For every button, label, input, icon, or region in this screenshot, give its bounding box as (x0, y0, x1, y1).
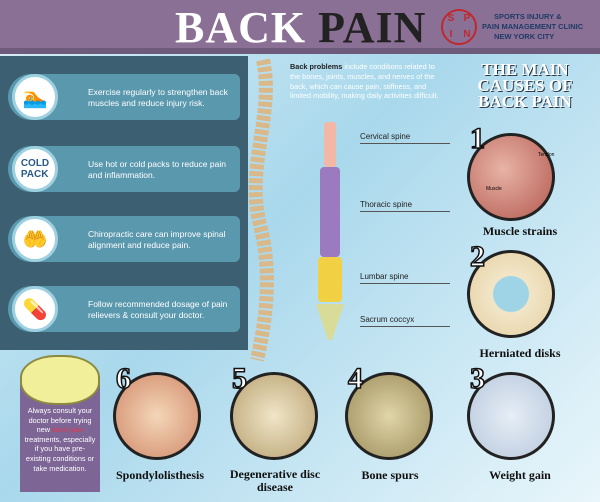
spondylolisthesis-image (113, 372, 201, 460)
page-title: BACK PAIN (175, 2, 426, 53)
clinic-line: NEW YORK CITY (494, 32, 555, 41)
cause-number: 3 (469, 361, 486, 396)
annotation-tendon: Tendon (538, 152, 555, 158)
swimmer-icon: 🏊 (12, 74, 58, 120)
cause-number: 6 (115, 361, 132, 396)
consult-text: Always consult your doctor before trying… (27, 406, 93, 435)
weight-gain-image (467, 372, 555, 460)
clinic-line: PAIN MANAGEMENT CLINIC (482, 22, 584, 31)
pills-icon: 💊 (12, 286, 58, 332)
tip-text: Use hot or cold packs to reduce pain and… (88, 159, 226, 180)
herniated-disk-image (467, 250, 555, 338)
spine-illustration (248, 58, 274, 362)
chiropractic-hands-icon: 🤲 (12, 216, 58, 262)
causes-title-line: THE MAIN (481, 60, 569, 79)
consult-highlight: back pain (52, 425, 84, 435)
tip-text: Chiropractic care can improve spinal ali… (88, 229, 226, 250)
tip-text: Follow recommended dosage of pain reliev… (88, 299, 228, 320)
logo-letter: I (449, 29, 453, 40)
clinic-line: SPORTS INJURY & (494, 12, 562, 21)
logo-letter: N (463, 29, 471, 40)
brain-icon (20, 355, 100, 405)
intro-bold: Back problems (290, 62, 343, 71)
causes-title-line: CAUSES OF (477, 76, 573, 95)
logo-letter: S (447, 13, 455, 24)
logo-letter: P (463, 13, 471, 24)
cause-number: 4 (347, 361, 364, 396)
tip-text: Exercise regularly to strengthen back mu… (88, 87, 228, 108)
header-stripe (0, 48, 600, 54)
cause-label: Spondylolisthesis (115, 468, 205, 482)
title-word-back: BACK (175, 3, 307, 52)
consult-text: treatments, especially if you have pre-e… (24, 434, 96, 473)
cause-label: Bone spurs (361, 468, 419, 482)
annotation-muscle: Muscle (486, 186, 502, 192)
label-sacrum-coccyx: Sacrum coccyx (360, 315, 450, 327)
intro-body: include conditions related to the bones,… (290, 62, 439, 101)
cause-number: 5 (231, 361, 248, 396)
cause-label: Muscle strains (482, 224, 558, 238)
causes-title: THE MAIN CAUSES OF BACK PAIN (460, 60, 590, 111)
cause-label: Herniated disks (479, 346, 561, 360)
degenerative-disc-image (230, 372, 318, 460)
intro-text: Back problems include conditions related… (290, 62, 440, 101)
muscle-strain-image (467, 133, 555, 221)
cause-number: 2 (469, 239, 486, 274)
label-lumbar-spine: Lumbar spine (360, 272, 450, 284)
spine-segment-diagram (316, 122, 344, 340)
cause-label: Weight gain (489, 468, 551, 482)
causes-title-line: BACK PAIN (478, 92, 572, 111)
clinic-name: SPORTS INJURY & PAIN MANAGEMENT CLINIC N… (482, 12, 583, 42)
cause-number: 1 (469, 121, 486, 156)
label-thoracic-spine: Thoracic spine (360, 200, 450, 212)
bone-spurs-image (345, 372, 433, 460)
title-word-pain: PAIN (318, 3, 427, 52)
label-cervical-spine: Cervical spine (360, 132, 450, 144)
cause-label: Degenerative disc disease (229, 467, 321, 494)
